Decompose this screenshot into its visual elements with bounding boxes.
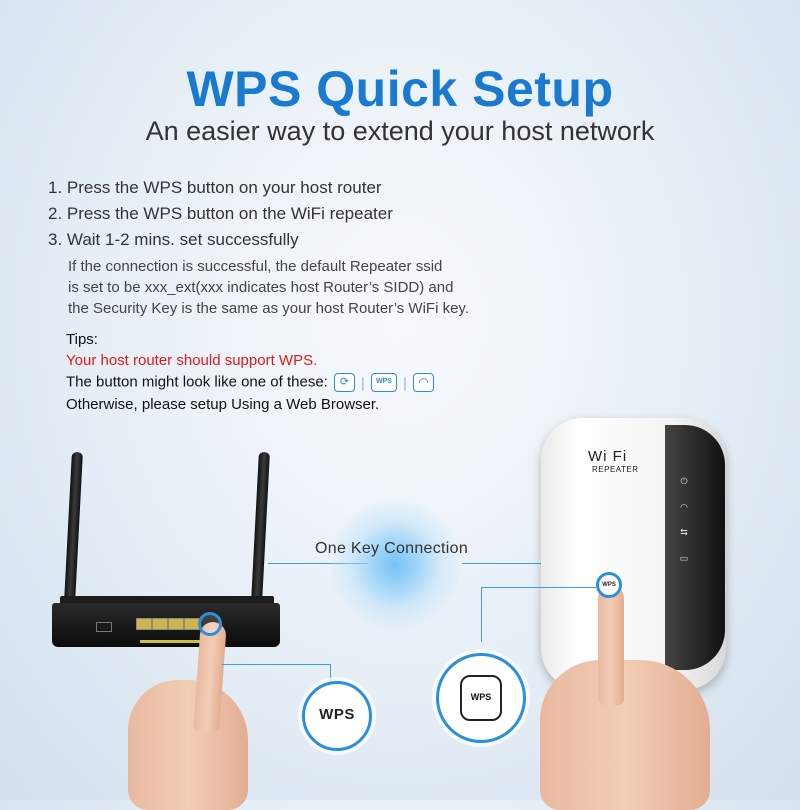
page-subtitle: An easier way to extend your host networ… [145,116,655,146]
wifi-icon: ◠ [412,373,434,392]
repeater-logo: Wi Fi [588,448,628,465]
separator: | [403,374,407,391]
separator: | [361,374,365,391]
tips-button-line: The button might look like one of these:… [66,373,436,392]
router-antenna-left [64,451,83,603]
detail-line-2: is set to be xxx_ext(xxx indicates host … [68,279,454,296]
wps-led-icon: ⇆ [680,527,688,537]
detail-line-1: If the connection is successful, the def… [68,258,443,275]
router-wps-button[interactable] [198,612,222,636]
step-3: 3. Wait 1-2 mins. set successfully [48,230,299,249]
router-callout-line [330,664,331,686]
router-wps-callout-label: WPS [319,706,355,723]
refresh-arrows-icon: ⟳ [334,373,355,392]
router-usb-port [96,622,112,632]
repeater-side-panel [665,425,725,670]
step-2: 2. Press the WPS button on the WiFi repe… [48,204,393,223]
wifi-led-icon: ◠ [680,502,688,512]
router-port [168,618,184,630]
connection-line-right [462,563,542,564]
router-accent-strip [140,640,220,643]
router-port [152,618,168,630]
tips-fallback: Otherwise, please setup Using a Web Brow… [66,396,380,413]
router-top [60,596,274,606]
right-hand [540,660,710,810]
detail-line-3: the Security Key is the same as your hos… [68,300,469,317]
lan-led-icon: ▭ [679,553,689,563]
connection-line-left [268,563,368,564]
left-hand [128,680,248,810]
repeater-callout-line [481,587,596,588]
router-wps-callout [302,681,372,751]
connection-label: One Key Connection [315,540,469,557]
router-antenna-right [251,451,270,603]
connection-glow [330,500,460,630]
power-led-icon: ⏻ [680,476,688,486]
page-title: WPS Quick Setup [186,61,614,117]
router-port [136,618,152,630]
router-callout-line [222,664,330,665]
wps-button-icon: WPS [460,675,502,721]
tips-warning: Your host router should support WPS. [66,352,318,369]
tips-button-text: The button might look like one of these: [66,373,328,391]
repeater-callout-line [481,587,482,642]
step-1: 1. Press the WPS button on your host rou… [48,178,382,197]
repeater-logo-sub: REPEATER [592,465,639,474]
repeater-wps-button[interactable]: WPS [596,572,622,598]
wps-icon: WPS [370,373,397,392]
right-hand-finger [598,585,624,705]
tips-heading: Tips: [66,331,98,348]
